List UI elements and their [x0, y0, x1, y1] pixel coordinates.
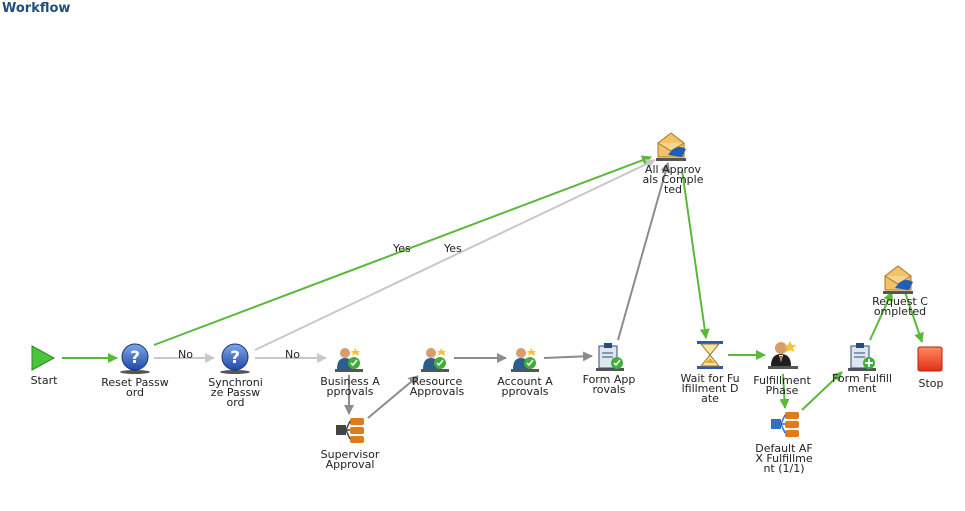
subprocess-icon[interactable] [336, 418, 364, 443]
edge-form-allapprovals [617, 162, 671, 341]
play-icon[interactable] [31, 345, 56, 371]
page-title: Workflow [2, 1, 71, 16]
edge-allapprovals-wait [681, 169, 710, 339]
svg-text:?: ? [130, 348, 140, 368]
node-label: Resource Approvals [409, 375, 465, 398]
node-label: Supervisor Approval [320, 448, 380, 471]
node-label: Default AFX Fulfillment (1/1) [755, 442, 813, 475]
question-icon[interactable]: ? [220, 343, 250, 374]
approver-icon[interactable] [511, 348, 539, 372]
stop-icon[interactable] [917, 346, 943, 372]
edge-label-no: No [178, 348, 193, 361]
clipboard-check-icon[interactable] [596, 343, 624, 371]
node-label: All Approvals Completed [642, 163, 704, 196]
edge-sync-allapprovals [254, 159, 656, 351]
node-label: Request Completed [872, 295, 928, 318]
edge-label-no: No [285, 348, 300, 361]
node-label: Account Approvals [497, 375, 553, 398]
node-label: Synchronize Password [208, 376, 263, 409]
edge-formfulfillment-request [869, 291, 893, 341]
node-label: Fulfillment Phase [753, 374, 811, 397]
edge-reset-allapprovals [153, 155, 652, 346]
subprocess-icon[interactable] [771, 412, 799, 437]
edge-request-stop [904, 291, 924, 343]
edges [62, 155, 924, 419]
edge-label-yes: Yes [393, 242, 411, 255]
node-label: Start [30, 374, 58, 387]
question-icon[interactable]: ? [120, 343, 150, 374]
node-label: Form Fulfillment [832, 372, 893, 395]
edge-fulfillment-default [779, 373, 790, 409]
edge-supervisor-resource [367, 375, 419, 419]
approver-icon[interactable] [421, 348, 449, 372]
mail-icon[interactable] [656, 132, 686, 161]
clipboard-add-icon[interactable] [848, 343, 876, 371]
edge-label-yes: Yes [444, 242, 462, 255]
node-label: Wait for Fulfillment Date [680, 372, 740, 405]
node-label: Form Approvals [582, 373, 636, 396]
approver-icon[interactable] [335, 348, 363, 372]
svg-text:?: ? [230, 348, 240, 368]
mail-icon[interactable] [883, 265, 913, 294]
fulfiller-icon[interactable] [768, 341, 798, 369]
node-label: Business Approvals [320, 375, 380, 398]
hourglass-icon[interactable] [697, 341, 723, 369]
edge-account-form [543, 351, 593, 362]
node-label: Reset Password [101, 376, 169, 399]
edge-default-formfulfillment [801, 371, 843, 411]
node-label: Stop [918, 377, 944, 390]
